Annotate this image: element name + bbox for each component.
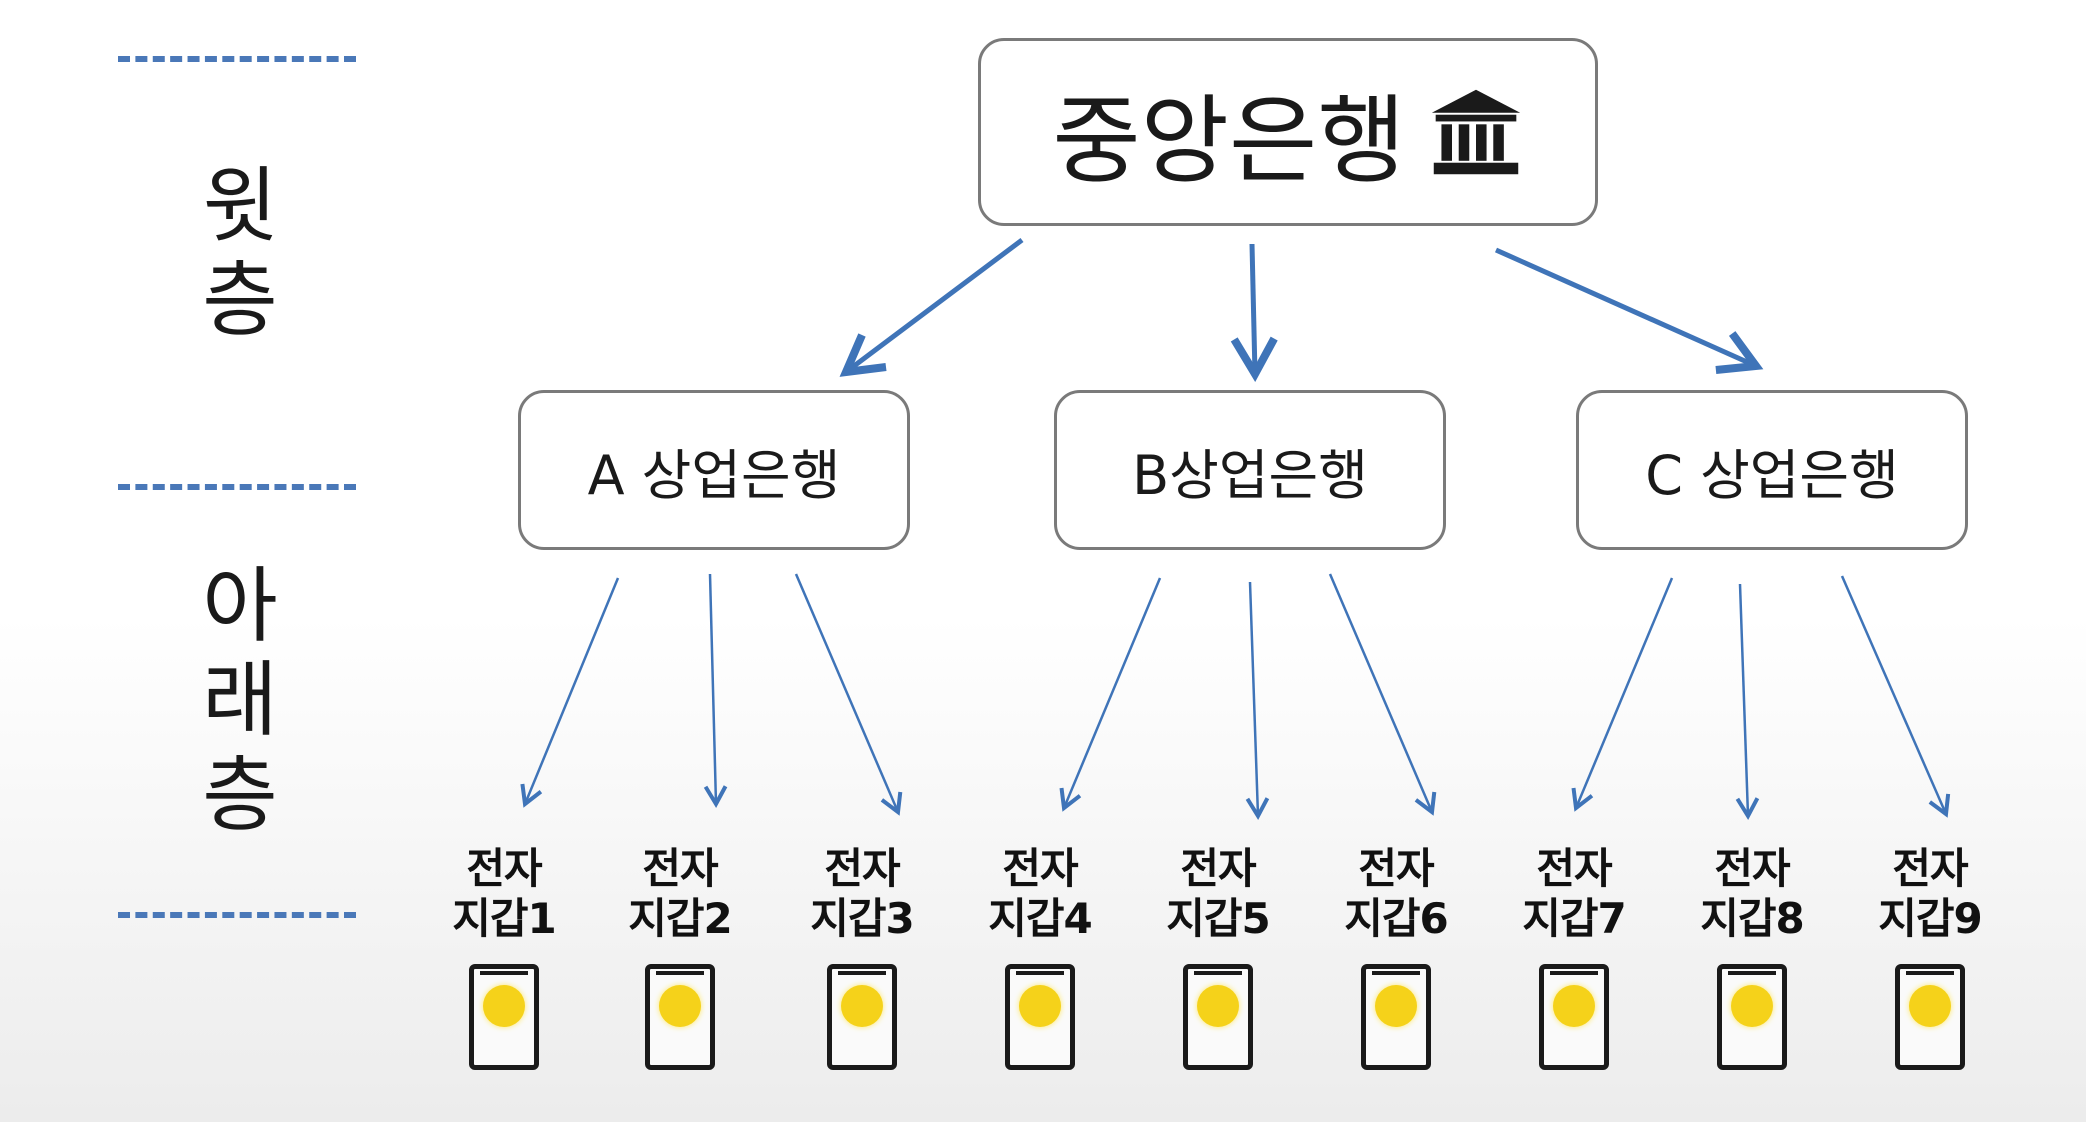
wallet-2-line1: 전자: [642, 844, 718, 893]
upper-layer-char-1: 윗: [202, 159, 278, 254]
phone-icon: [1717, 964, 1787, 1070]
lower-layer-label: 아 래 층: [200, 559, 280, 843]
coin-icon: [1375, 985, 1417, 1027]
wallet-2: 전자 지갑2: [616, 844, 744, 1070]
phone-icon: [827, 964, 897, 1070]
central-bank-node: 중앙은행: [978, 38, 1598, 226]
commercial-bank-b-node: B상업은행: [1054, 390, 1446, 550]
wallet-4-line1: 전자: [1002, 844, 1078, 893]
wallet-7: 전자 지갑7: [1510, 844, 1638, 1070]
layer-divider-bottom: [118, 912, 356, 918]
upper-layer-char-2: 층: [202, 253, 278, 349]
wallet-3: 전자 지갑3: [798, 844, 926, 1070]
wallet-3-line2: 지갑3: [810, 894, 915, 943]
arrow-central-to-b: [1230, 243, 1278, 383]
arrow-b-to-wallet-6: [1328, 573, 1437, 816]
phone-icon: [645, 964, 715, 1070]
lower-layer-char-1: 아: [202, 559, 278, 654]
phone-icon: [1539, 964, 1609, 1070]
wallet-8-line1: 전자: [1714, 844, 1790, 893]
wallet-9: 전자 지갑9: [1866, 844, 1994, 1070]
wallet-6-line2: 지갑6: [1344, 894, 1449, 943]
commercial-bank-a-node: A 상업은행: [518, 390, 910, 550]
phone-icon: [1895, 964, 1965, 1070]
wallet-4: 전자 지갑4: [976, 844, 1104, 1070]
bank-building-icon: [1431, 89, 1520, 175]
arrow-a-to-wallet-2: [703, 573, 728, 809]
commercial-bank-c-node: C 상업은행: [1576, 390, 1968, 550]
wallet-1: 전자 지갑1: [440, 844, 568, 1070]
arrow-c-to-wallet-7: [1571, 577, 1674, 812]
wallet-1-line1: 전자: [466, 844, 542, 893]
wallet-7-line2: 지갑7: [1522, 894, 1627, 943]
arrow-a-to-wallet-1: [520, 577, 620, 808]
wallet-6-line1: 전자: [1358, 844, 1434, 893]
commercial-bank-c-label: C 상업은행: [1645, 443, 1899, 507]
wallet-4-line2: 지갑4: [988, 894, 1093, 943]
coin-icon: [841, 985, 883, 1027]
commercial-bank-a-label: A 상업은행: [587, 443, 841, 507]
layer-divider-middle: [118, 484, 356, 490]
wallet-8: 전자 지갑8: [1688, 844, 1816, 1070]
coin-icon: [1731, 985, 1773, 1027]
phone-icon: [1183, 964, 1253, 1070]
coin-icon: [1197, 985, 1239, 1027]
wallet-2-line2: 지갑2: [628, 894, 733, 943]
arrow-a-to-wallet-3: [794, 573, 903, 816]
arrow-c-to-wallet-9: [1840, 575, 1951, 818]
wallet-1-line2: 지갑1: [452, 894, 557, 943]
coin-icon: [1909, 985, 1951, 1027]
upper-layer-label: 윗 층: [200, 159, 280, 349]
wallet-7-line1: 전자: [1536, 844, 1612, 893]
commercial-bank-b-label: B상업은행: [1132, 443, 1368, 507]
coin-icon: [1019, 985, 1061, 1027]
wallet-9-line1: 전자: [1892, 844, 1968, 893]
coin-icon: [1553, 985, 1595, 1027]
wallet-8-line2: 지갑8: [1700, 894, 1805, 943]
phone-icon: [469, 964, 539, 1070]
phone-icon: [1361, 964, 1431, 1070]
arrow-b-to-wallet-4: [1059, 577, 1162, 812]
lower-layer-char-3: 층: [202, 747, 278, 843]
wallet-5: 전자 지갑5: [1154, 844, 1282, 1070]
layer-divider-top: [118, 56, 356, 62]
arrow-c-to-wallet-8: [1735, 583, 1760, 821]
central-bank-label: 중앙은행: [1052, 84, 1406, 197]
coin-icon: [659, 985, 701, 1027]
wallet-5-line2: 지갑5: [1166, 894, 1271, 943]
wallet-3-line1: 전자: [824, 844, 900, 893]
arrow-central-to-c: [1494, 247, 1764, 374]
coin-icon: [483, 985, 525, 1027]
phone-icon: [1005, 964, 1075, 1070]
wallet-9-line2: 지갑9: [1878, 894, 1983, 943]
wallet-5-line1: 전자: [1180, 844, 1256, 893]
wallet-6: 전자 지갑6: [1332, 844, 1460, 1070]
arrow-central-to-a: [839, 238, 1024, 377]
arrow-b-to-wallet-5: [1245, 581, 1270, 821]
lower-layer-char-2: 래: [202, 653, 278, 749]
